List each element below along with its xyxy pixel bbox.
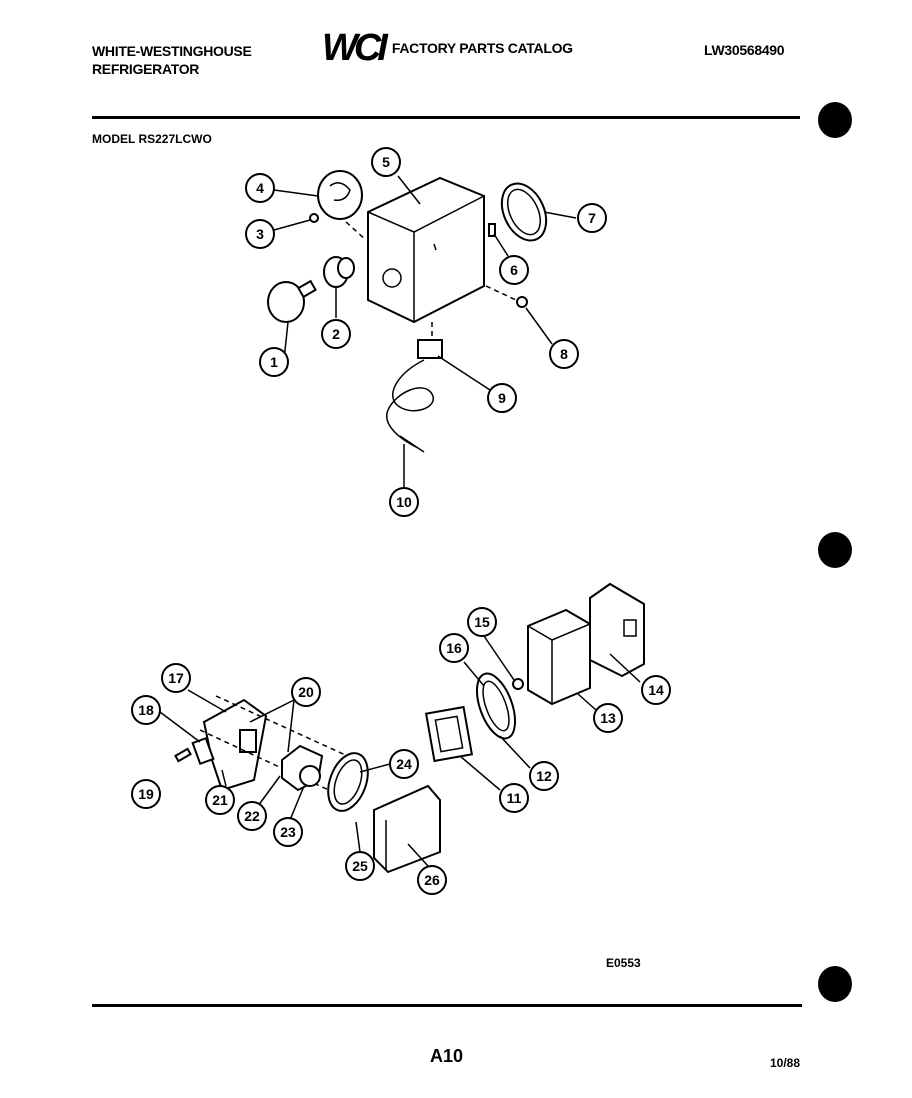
- callout-3: 3: [245, 219, 275, 249]
- svg-text:20: 20: [298, 684, 314, 700]
- svg-text:21: 21: [212, 792, 228, 808]
- housing-box: [367, 176, 485, 324]
- screw-8: [516, 296, 528, 308]
- fan-blade: [281, 744, 324, 792]
- callout-16: 16: [439, 633, 469, 663]
- svg-text:5: 5: [382, 154, 390, 170]
- callout-9: 9: [487, 383, 517, 413]
- svg-text:18: 18: [138, 702, 154, 718]
- footer-rule: [92, 1004, 802, 1007]
- clip-6: [488, 223, 496, 237]
- callout-4: 4: [245, 173, 275, 203]
- svg-text:17: 17: [168, 670, 184, 686]
- svg-text:4: 4: [256, 180, 264, 196]
- svg-text:13: 13: [600, 710, 616, 726]
- light-socket: [317, 170, 367, 241]
- svg-text:15: 15: [474, 614, 490, 630]
- svg-text:12: 12: [536, 768, 552, 784]
- leader-lines: [159, 175, 641, 867]
- binder-hole-top: [818, 102, 852, 138]
- fan-shroud: [327, 752, 369, 812]
- fastener-15: [512, 678, 524, 690]
- callout-10: 10: [389, 487, 419, 517]
- screw-3: [309, 213, 319, 223]
- svg-text:23: 23: [280, 824, 296, 840]
- control-module: [373, 784, 441, 874]
- gasket-ring: [475, 672, 517, 740]
- callout-15: 15: [467, 607, 497, 637]
- svg-text:3: 3: [256, 226, 264, 242]
- filter-element: [527, 608, 591, 706]
- callout-19: 19: [131, 779, 161, 809]
- callout-14: 14: [641, 675, 671, 705]
- binder-hole-middle: [818, 532, 852, 568]
- svg-text:19: 19: [138, 786, 154, 802]
- callout-17: 17: [161, 663, 191, 693]
- callout-7: 7: [577, 203, 607, 233]
- catalog-header: WCI FACTORY PARTS CATALOG: [322, 28, 573, 68]
- doc-number: LW30568490: [704, 42, 785, 58]
- callout-11: 11: [499, 783, 529, 813]
- connector-block: [417, 339, 443, 359]
- diagram-code: E0553: [606, 956, 641, 970]
- svg-text:22: 22: [244, 808, 260, 824]
- cover-disc: [500, 182, 548, 242]
- svg-text:10: 10: [396, 494, 412, 510]
- svg-text:24: 24: [396, 756, 412, 772]
- brand-name: WHITE-WESTINGHOUSE: [92, 43, 252, 59]
- svg-text:1: 1: [270, 354, 278, 370]
- callout-25: 25: [345, 851, 375, 881]
- callout-24: 24: [389, 749, 419, 779]
- callout-18: 18: [131, 695, 161, 725]
- svg-text:2: 2: [332, 326, 340, 342]
- callout-5: 5: [371, 147, 401, 177]
- header-rule: [92, 116, 800, 119]
- filter-cover: [589, 582, 645, 678]
- product-type: REFRIGERATOR: [92, 61, 200, 77]
- callout-21: 21: [205, 785, 235, 815]
- callout-23: 23: [273, 817, 303, 847]
- model-label: MODEL RS227LCWO: [92, 132, 212, 146]
- svg-text:11: 11: [507, 790, 522, 806]
- callout-8: 8: [549, 339, 579, 369]
- light-bulb: [267, 279, 317, 323]
- callout-2: 2: [321, 319, 351, 349]
- svg-text:25: 25: [352, 858, 368, 874]
- callout-22: 22: [237, 801, 267, 831]
- frame-bracket: [424, 705, 474, 763]
- page-number: A10: [430, 1046, 464, 1066]
- catalog-title: FACTORY PARTS CATALOG: [391, 40, 573, 56]
- binder-hole-bottom: [818, 966, 852, 1002]
- svg-text:9: 9: [498, 390, 506, 406]
- svg-text:8: 8: [560, 346, 568, 362]
- bulb-socket: [323, 256, 355, 288]
- callout-13: 13: [593, 703, 623, 733]
- callout-26: 26: [417, 865, 447, 895]
- svg-text:14: 14: [648, 682, 664, 698]
- callout-20: 20: [291, 677, 321, 707]
- svg-text:7: 7: [588, 210, 596, 226]
- callout-6: 6: [499, 255, 529, 285]
- svg-text:16: 16: [446, 640, 462, 656]
- power-cord: [386, 359, 435, 453]
- wci-logo: WCI: [322, 27, 388, 69]
- svg-text:26: 26: [424, 872, 440, 888]
- mounting-bracket: [202, 698, 268, 792]
- brand-block: WHITE-WESTINGHOUSE REFRIGERATOR: [92, 42, 252, 78]
- callout-1: 1: [259, 347, 289, 377]
- callout-12: 12: [529, 761, 559, 791]
- svg-text:6: 6: [510, 262, 518, 278]
- catalog-date: 10/88: [770, 1056, 801, 1070]
- screw-19: [174, 747, 192, 763]
